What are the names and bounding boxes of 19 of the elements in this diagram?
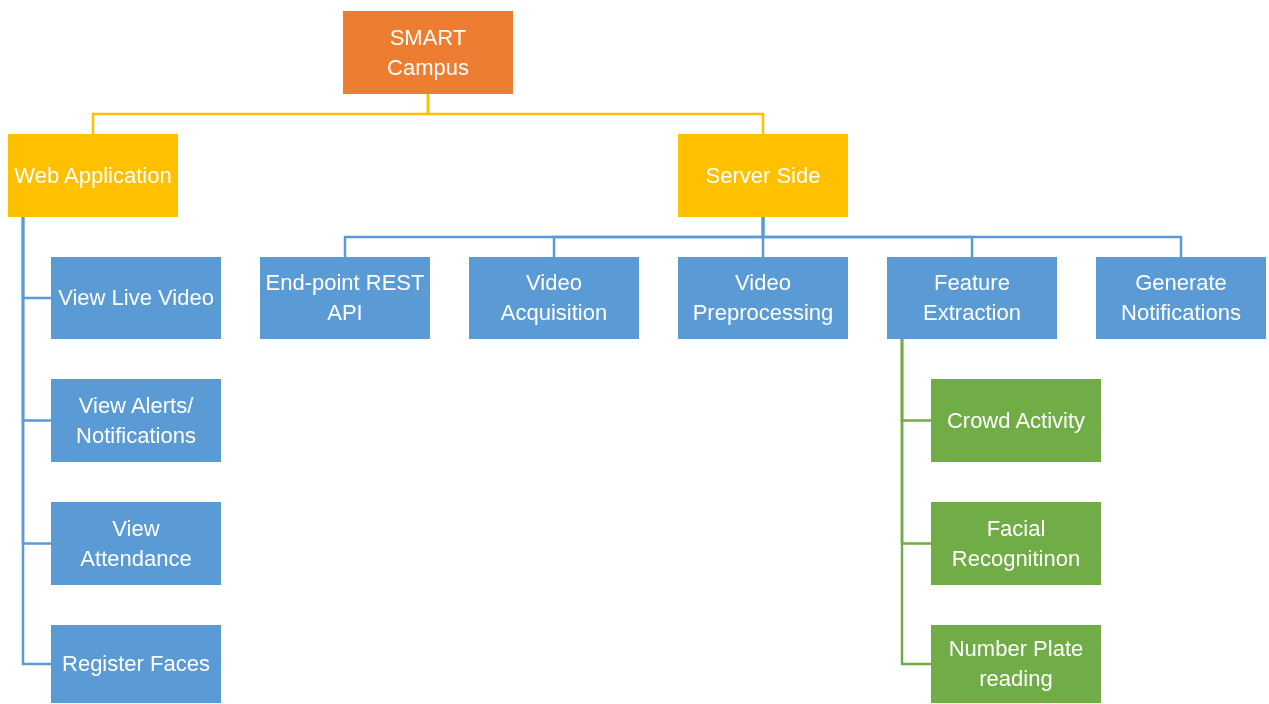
tree-box: End-point REST API xyxy=(260,257,430,339)
tree-box: Register Faces xyxy=(51,625,221,703)
tree-box: Web Application xyxy=(8,134,178,217)
tree-box: Generate Notifications xyxy=(1096,257,1266,339)
connector-line xyxy=(761,217,1183,257)
tree-box: Video Preprocessing xyxy=(678,257,848,339)
connector-line xyxy=(21,217,51,666)
tree-box: Number Plate reading xyxy=(931,625,1101,703)
connector-line xyxy=(426,94,765,134)
connector-line xyxy=(900,339,931,666)
tree-box: Facial Recognitinon xyxy=(931,502,1101,585)
tree-box: Crowd Activity xyxy=(931,379,1101,462)
tree-box: View Attendance xyxy=(51,502,221,585)
tree-box: View Live Video xyxy=(51,257,221,339)
tree-box: Feature Extraction xyxy=(887,257,1057,339)
tree-box: Video Acquisition xyxy=(469,257,639,339)
tree-box: View Alerts/ Notifications xyxy=(51,379,221,462)
tree-box: SMART Campus xyxy=(343,11,513,94)
tree-box: Server Side xyxy=(678,134,848,217)
